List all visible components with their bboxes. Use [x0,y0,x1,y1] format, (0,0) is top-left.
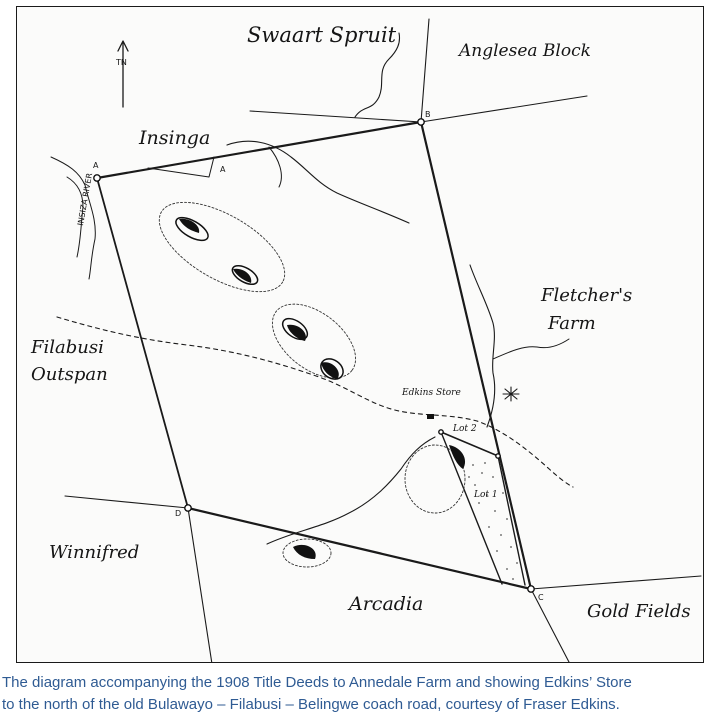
hill-core-4 [320,358,344,380]
line-c-south [530,588,570,662]
beacon-d [184,504,192,512]
hill-shade-1 [179,218,200,233]
label-corner-d: D [175,509,182,518]
label-filabusi-outspan-line1: Filabusi [31,337,104,358]
insinga-branch [268,146,282,188]
label-corner-a: A [93,161,99,170]
beacon-a [93,174,101,182]
fletchers-stream-east [492,338,570,360]
label-lot1: Lot 1 [474,490,498,500]
hill-shade-3 [287,324,306,341]
lot2-line [440,431,499,457]
label-north-arrow: TN [116,58,127,67]
figure-caption: The diagram accompanying the 1908 Title … [2,672,718,716]
beacon-lot-ne [495,453,501,459]
beacon-lot-nw [438,429,444,435]
hill-contour-2 [271,303,357,379]
boundary-c-d [186,506,533,591]
hill-shade-4 [321,362,339,379]
line-b-north [420,18,430,123]
line-b-west [249,110,422,123]
label-corner-c: C [538,593,544,602]
insinga-stream [226,140,410,224]
star-mark-icon [502,386,520,402]
boundary-d-a [96,177,189,509]
survey-diagram [50,18,702,662]
line-d-south [187,507,213,662]
hill-core-2 [231,264,259,286]
swaart-spruit-stream [354,32,401,118]
arcadia-stream [266,436,436,545]
label-winnifred: Winnifred [49,542,140,563]
label-anglesea-block: Anglesea Block [459,41,591,61]
map-frame: Swaart Spruit Anglesea Block Insinga Fle… [16,6,704,663]
label-fletchers-farm-line1: Fletcher's [541,285,633,306]
hill-contour-1 [158,201,286,293]
hill-contour-4 [282,538,332,568]
line-c-east [530,575,702,590]
label-fletchers-farm-line2: Farm [548,313,596,334]
insiza-river-bank-1 [50,156,96,280]
line-d-west [64,495,189,509]
label-gold-fields: Gold Fields [587,601,691,622]
line-b-east [420,95,588,123]
hill-core-1 [175,216,209,242]
beacon-line [147,156,215,178]
hill-shade-2 [233,268,252,283]
label-corner-b: B [425,110,431,119]
label-insinga: Insinga [139,127,211,149]
label-beacon-a-inner: A [220,165,226,174]
lot1-shade [449,445,466,469]
hill-shade-5 [293,544,316,559]
label-swaart-spruit: Swaart Spruit [247,23,397,47]
beacon-b [417,118,425,126]
lot1-west-line [440,431,503,585]
coach-road [56,316,574,488]
caption-line-1: The diagram accompanying the 1908 Title … [2,674,632,691]
boundary-b-c [419,120,533,591]
label-lot2: Lot 2 [453,424,477,434]
hill-contour-3 [404,444,466,514]
north-arrow-head [117,40,129,52]
label-edkins-store: Edkins Store [402,388,461,398]
lot1-stipple [468,462,518,580]
hill-core-3 [281,317,309,341]
edkins-store-building [427,414,434,419]
fletchers-stream [469,264,496,428]
insiza-river-bank-2 [66,176,84,258]
caption-line-2: to the north of the old Bulawayo – Filab… [2,696,620,713]
beacon-c [527,585,535,593]
label-arcadia: Arcadia [349,593,424,615]
label-filabusi-outspan-line2: Outspan [31,364,108,385]
lot1-east-line [497,455,526,586]
